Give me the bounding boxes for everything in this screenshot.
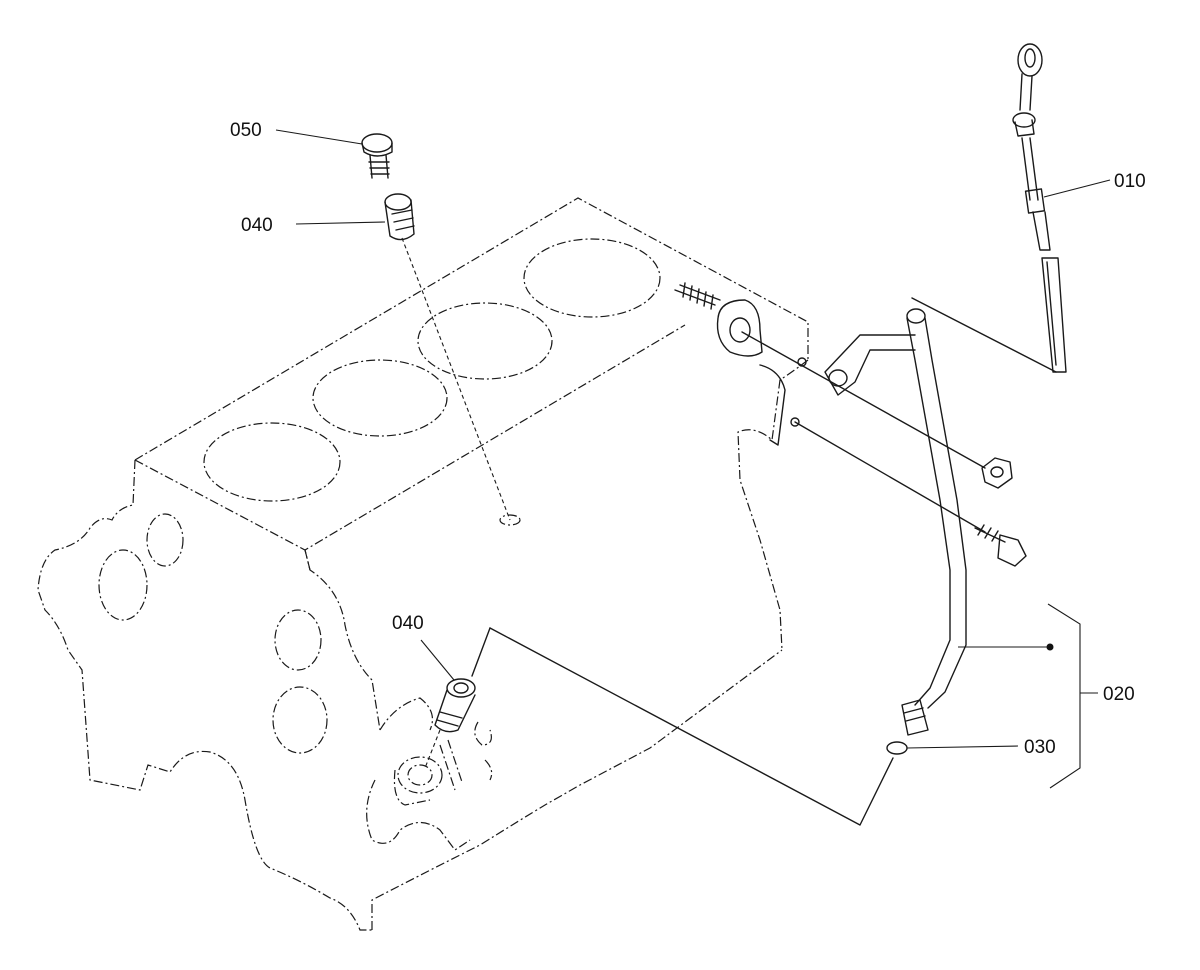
dipstick-guide-tube [824,308,967,736]
part-label-010: 010 [1114,171,1146,192]
mounting-boss [716,299,807,446]
part-label-030: 030 [1024,737,1056,758]
plug-cap [361,133,393,179]
engine-block [37,197,809,931]
cylinder-bore-2 [312,359,448,437]
stud [674,282,721,310]
leader-lines [275,129,1111,749]
assembly-bracket [1047,603,1081,789]
dipstick [1012,43,1067,373]
part-label-040-bottom: 040 [392,613,424,634]
part-label-050: 050 [230,120,262,141]
flange-bolt [974,524,1027,567]
cylinder-bore-4 [523,238,661,318]
flange-nut [981,457,1013,489]
plug-top [384,193,415,241]
cylinder-bore-1 [203,422,341,502]
plug-bottom [434,678,476,733]
part-label-020: 020 [1103,684,1135,705]
cylinder-bore-3 [417,302,553,380]
assembly-center-lines [401,237,1057,826]
part-label-040-top: 040 [241,215,273,236]
o-ring [886,741,908,755]
